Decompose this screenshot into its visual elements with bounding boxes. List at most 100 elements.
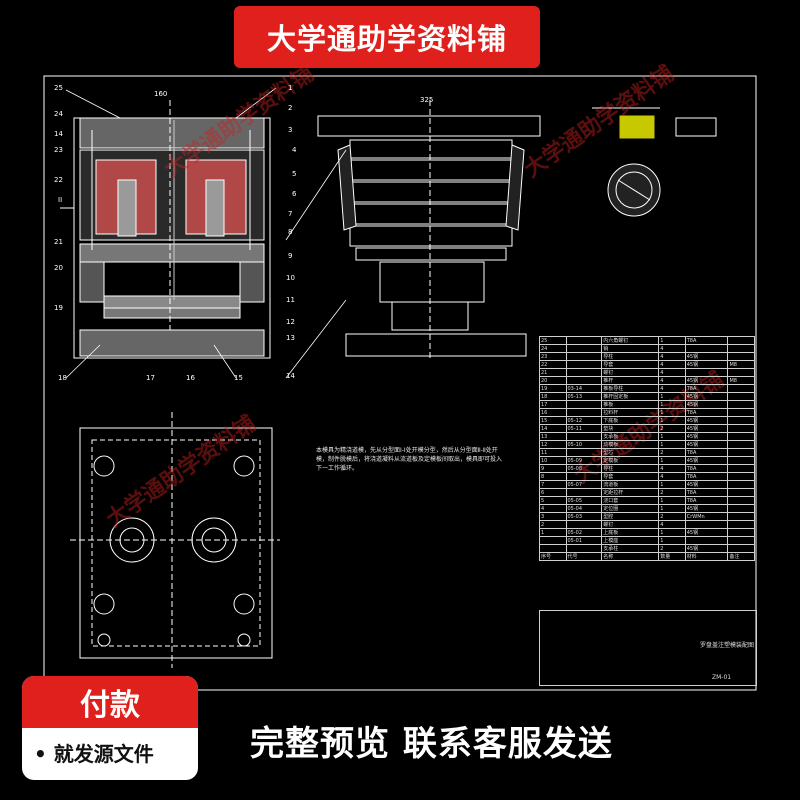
parts-table-cell: 1 xyxy=(658,408,686,417)
parts-table-cell xyxy=(539,544,567,553)
parts-table-cell: 推杆 xyxy=(601,376,660,385)
parts-table-cell: 1 xyxy=(658,400,686,409)
parts-table-cell: 05-13 xyxy=(565,392,603,401)
parts-table-cell: 4 xyxy=(658,344,686,353)
parts-table-cell: 11 xyxy=(539,448,567,457)
parts-table-cell: 24 xyxy=(539,344,567,353)
parts-table-cell: 05-05 xyxy=(565,496,603,505)
parts-table-cell: 备注 xyxy=(727,552,755,561)
parts-table-cell: 45钢 xyxy=(684,456,729,465)
parts-table-cell xyxy=(684,520,729,529)
title-block xyxy=(539,610,757,686)
parts-table-cell: 22 xyxy=(539,360,567,369)
parts-table-cell xyxy=(727,544,755,553)
parts-table-cell: 05-11 xyxy=(565,424,603,433)
parts-table-cell xyxy=(565,352,603,361)
leader-lines xyxy=(65,87,347,379)
callout-left: 20 xyxy=(54,264,63,272)
parts-table-cell: 45钢 xyxy=(684,416,729,425)
callout-left: 24 xyxy=(54,110,63,118)
parts-table-cell: 螺钉 xyxy=(601,520,660,529)
parts-table-cell: 45钢 xyxy=(684,352,729,361)
parts-table-cell: 定模板 xyxy=(601,456,660,465)
technical-note: 本模具为精浇道模，先从分型面Ⅰ-Ⅰ处开模分型，然后从分型面Ⅱ-Ⅱ处开模，制件脱模… xyxy=(316,447,503,472)
parts-table-cell: 1 xyxy=(658,432,686,441)
parts-table-cell: 1 xyxy=(658,392,686,401)
parts-table-cell xyxy=(727,344,755,353)
parts-table-cell: T8A xyxy=(684,448,729,457)
callout-right: 6 xyxy=(292,190,297,198)
parts-table-cell: 型芯 xyxy=(601,448,660,457)
parts-table-cell: 45钢 xyxy=(684,400,729,409)
parts-table-cell xyxy=(565,368,603,377)
parts-table-cell: 1 xyxy=(658,504,686,513)
parts-table-cell: 4 xyxy=(658,384,686,393)
callout-left: 16 xyxy=(186,374,195,382)
parts-table-cell xyxy=(539,536,567,545)
callout-right: 2 xyxy=(288,104,293,112)
parts-table-cell: 20 xyxy=(539,376,567,385)
callout-right: 11 xyxy=(286,296,295,304)
callout-right: 3 xyxy=(288,126,293,134)
parts-table-cell: M8 xyxy=(727,376,755,385)
callout-left: 18 xyxy=(58,374,67,382)
plan-view xyxy=(70,412,280,668)
parts-table-cell xyxy=(727,400,755,409)
parts-table-cell: 45钢 xyxy=(684,440,729,449)
parts-table-cell: 2 xyxy=(539,520,567,529)
parts-table-cell: 1 xyxy=(539,528,567,537)
parts-table-cell xyxy=(727,488,755,497)
title-block-title: 罗盘盖注塑模装配图 xyxy=(700,642,755,649)
parts-table-cell xyxy=(565,400,603,409)
parts-table-cell xyxy=(727,456,755,465)
parts-table-cell: 05-04 xyxy=(565,504,603,513)
parts-table-cell xyxy=(565,360,603,369)
parts-table-cell: 上模座 xyxy=(601,536,660,545)
parts-table-cell: 材料 xyxy=(684,552,729,561)
parts-table-cell: 17 xyxy=(539,400,567,409)
callout-right: 14 xyxy=(286,372,295,380)
parts-table-cell: 推杆固定板 xyxy=(601,392,660,401)
callout-left: 23 xyxy=(54,146,63,154)
callout-right: 13 xyxy=(286,334,295,342)
parts-table-cell: 动模板 xyxy=(601,440,660,449)
parts-table-cell: 19 xyxy=(539,384,567,393)
parts-table-cell: 1 xyxy=(658,528,686,537)
callout-left: 21 xyxy=(54,238,63,246)
parts-table-cell: 4 xyxy=(658,360,686,369)
drawing-frame xyxy=(43,75,757,691)
parts-table-cell: T8A xyxy=(684,384,729,393)
parts-table-cell xyxy=(727,504,755,513)
parts-table-cell: 05-03 xyxy=(565,512,603,521)
callout-left: 14 xyxy=(54,130,63,138)
dimension-side: 325 xyxy=(420,96,434,104)
parts-table-cell: 2 xyxy=(658,448,686,457)
parts-table-cell: 45钢 xyxy=(684,392,729,401)
parts-table-cell: 流道板 xyxy=(601,480,660,489)
parts-table-row: 序号代号名称数量材料备注 xyxy=(539,552,755,561)
callout-left: II xyxy=(58,196,63,204)
parts-table-cell: 拉料杆 xyxy=(601,408,660,417)
parts-table-cell: 1 xyxy=(658,536,686,545)
parts-table-cell: 导柱 xyxy=(601,464,660,473)
parts-table-cell: 15 xyxy=(539,416,567,425)
parts-table-cell: CrWMn xyxy=(684,512,729,521)
parts-table-cell: 8 xyxy=(539,472,567,481)
parts-table-cell: T8A xyxy=(684,336,729,345)
parts-table-cell xyxy=(727,432,755,441)
parts-table-cell xyxy=(727,424,755,433)
callout-right: 9 xyxy=(288,252,293,260)
callout-right: 5 xyxy=(292,170,297,178)
parts-table-cell: 导套 xyxy=(601,360,660,369)
parts-table-cell xyxy=(727,496,755,505)
callout-left: 22 xyxy=(54,176,63,184)
